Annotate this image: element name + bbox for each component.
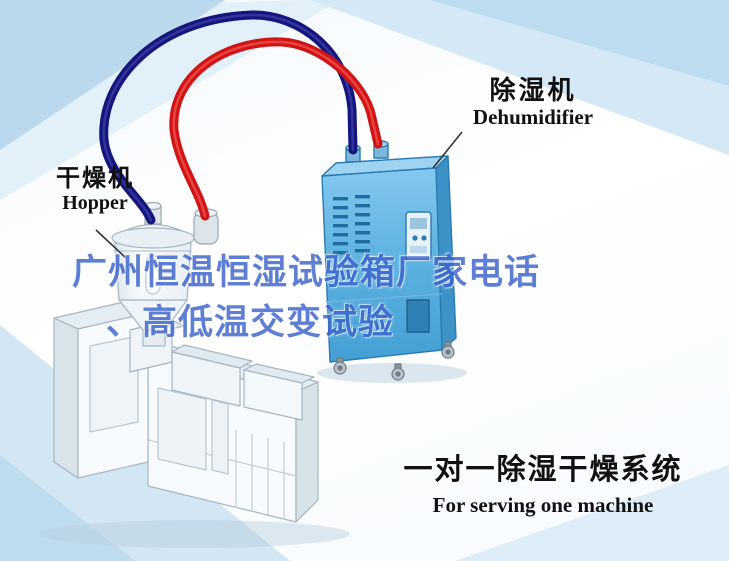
watermark-line2: 、高低温交变试验 [106,303,395,342]
hopper-label: 干燥机 Hopper [40,165,150,215]
return-air-pipe-highlight [172,40,380,218]
hopper-pointer-line [95,229,127,259]
extruder-machine-illustration [53,301,319,523]
hopper-dryer-illustration [111,201,219,347]
system-caption-en: For serving one machine [432,492,654,517]
watermark-line1: 广州恒温恒湿试验箱厂家电话 [72,253,541,292]
dehumidifier-label: 除湿机 Dehumidifier [448,76,618,129]
dehumidifier-illustration [321,140,457,381]
dehumidifier-label-en: Dehumidifier [472,104,594,129]
dehumidifier-label-zh: 除湿机 [489,75,577,105]
control-panel [405,211,432,261]
hopper-label-en: Hopper [62,192,128,215]
casters [333,341,455,381]
hopper-label-zh: 干燥机 [56,165,134,192]
system-caption: 一对一除湿干燥系统 For serving one machine [392,454,694,517]
dry-air-pipe-highlight [102,13,355,222]
dehumidifier-pointer-line [432,131,463,169]
system-caption-zh: 一对一除湿干燥系统 [403,454,683,486]
vent-grille [333,195,370,255]
